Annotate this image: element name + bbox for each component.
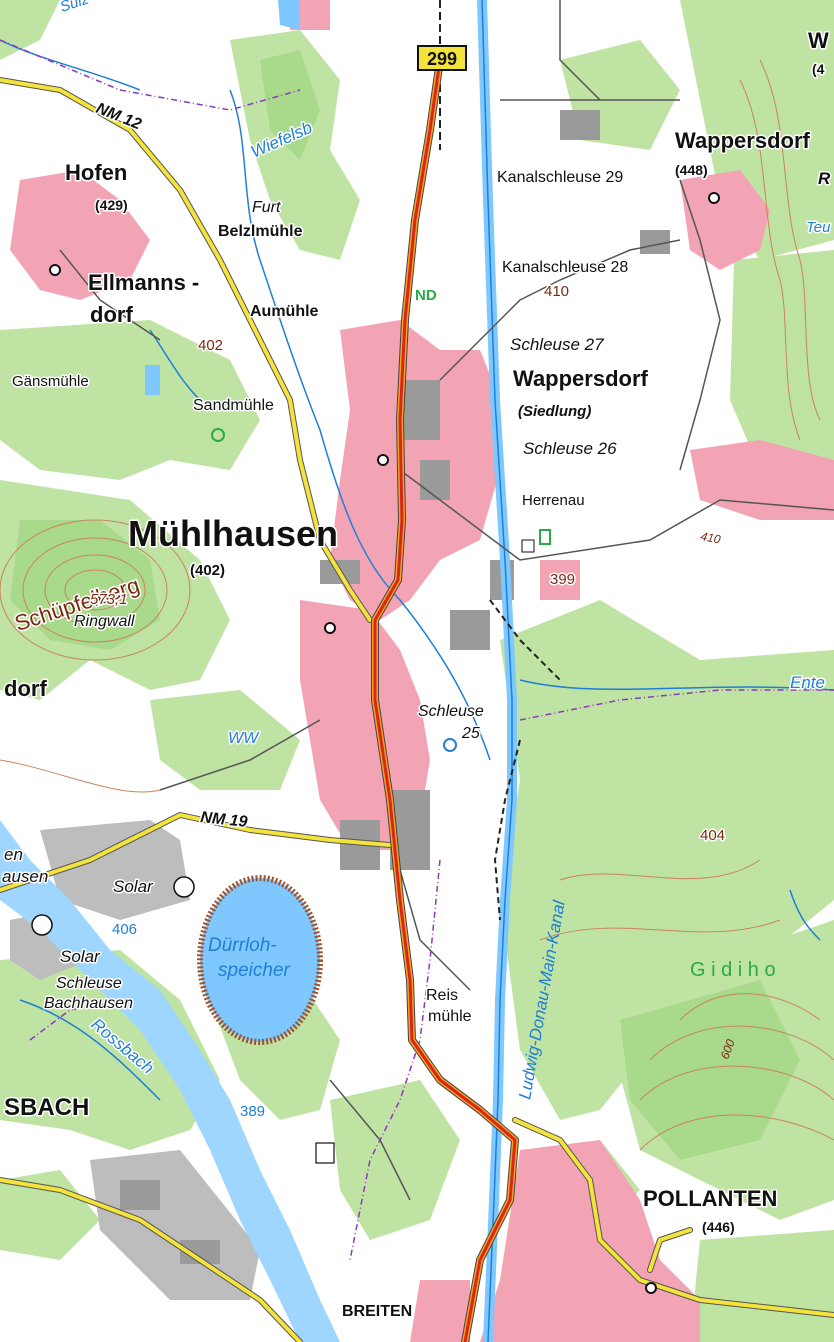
place-wappersdorf-elevation: (448) (675, 162, 708, 178)
waterworks-icon (443, 738, 457, 752)
place-sbach: SBACH (4, 1094, 89, 1121)
place-dorf-west: dorf (4, 676, 47, 701)
road-shield-299: 299 (417, 45, 467, 71)
place-herrenau: Herrenau (522, 492, 585, 509)
lock-29: Kanalschleuse 29 (497, 169, 623, 186)
lock-icon (521, 539, 535, 553)
admin-boundaries (0, 39, 834, 1261)
label-aumuehle: Aumühle (250, 303, 319, 320)
church-icon (708, 192, 720, 204)
label-reismuehle-1: Reis (426, 987, 458, 1004)
solar-icon (173, 876, 195, 898)
place-hofen-elevation: (429) (95, 197, 128, 213)
lock-25-2: 25 (461, 725, 480, 742)
label-nd: ND (415, 287, 437, 304)
river-west (0, 820, 340, 1342)
map-symbols (31, 192, 720, 1294)
label-reismuehle-2: mühle (428, 1008, 472, 1025)
place-wappersdorf-siedlung-1: Wappersdorf (513, 366, 649, 391)
church-icon (49, 264, 61, 276)
label-gaensmuehle: Gänsmühle (12, 373, 89, 390)
elevation-389: 389 (240, 1103, 265, 1120)
lock-25-1: Schleuse (418, 703, 484, 720)
church-icon (324, 622, 336, 634)
place-w-corner-elevation: (4 (812, 61, 825, 77)
lock-27: Schleuse 27 (510, 335, 604, 354)
church-icon (377, 454, 389, 466)
place-w-corner: W (808, 28, 829, 53)
place-hausen-west: ausen (2, 867, 48, 886)
lock-labels: Kanalschleuse 29 Kanalschleuse 28 Schleu… (417, 168, 630, 744)
label-schleuse-bachhausen-2: Bachhausen (44, 995, 133, 1012)
elevation-399: 399 (550, 571, 575, 588)
forest-dense (10, 50, 800, 1160)
elevation-402: 402 (198, 337, 223, 354)
spring-icon (211, 428, 225, 442)
place-muehlhausen-elevation: (402) (190, 562, 225, 579)
label-solar-1: Solar (113, 877, 154, 896)
label-gidiho: G i d i h o (690, 959, 776, 981)
road-label-299: 299 (427, 49, 457, 69)
place-hofen: Hofen (65, 160, 127, 185)
place-en-west: en (4, 845, 23, 864)
place-wappersdorf-siedlung-2: (Siedlung) (518, 403, 591, 420)
duerrloh-reservoir (197, 875, 323, 1045)
place-wappersdorf: Wappersdorf (675, 128, 811, 153)
label-r-corner: R (818, 169, 831, 188)
label-schleuse-bachhausen-1: Schleuse (56, 975, 122, 992)
place-breiten: BREITEN (342, 1303, 412, 1320)
elevation-410b: 410 (699, 529, 721, 546)
lock-26: Schleuse 26 (523, 439, 617, 458)
place-pollanten-elevation: (446) (702, 1219, 735, 1235)
lock-icon (539, 529, 551, 545)
place-pollanten: POLLANTEN (643, 1186, 777, 1211)
label-ente: Ente (790, 673, 825, 692)
lock-28: Kanalschleuse 28 (502, 259, 628, 276)
contour-lines (0, 59, 834, 1151)
main-road-b299 (371, 56, 519, 1342)
canal (477, 0, 517, 1342)
elevation-600: 600 (718, 1037, 738, 1061)
label-furt: Furt (252, 199, 281, 216)
elevation-404: 404 (700, 827, 725, 844)
label-sandmuehle: Sandmühle (193, 397, 274, 414)
label-ww: WW (228, 730, 260, 747)
power-station-icon (315, 1142, 335, 1164)
elevation-406: 406 (112, 921, 137, 938)
settlement-areas (10, 0, 834, 1342)
label-ringwall: Ringwall (74, 613, 135, 630)
water-bodies (0, 0, 340, 1342)
church-icon (645, 1282, 657, 1294)
label-schuepfelberg-elevation: 573,1 (90, 591, 128, 608)
streams (0, 39, 834, 1101)
secondary-roads (0, 77, 834, 1342)
place-ellmannsdorf-2: dorf (90, 302, 133, 327)
label-belzlmuehle: Belzlmühle (218, 223, 303, 240)
elevation-410: 410 (544, 283, 569, 300)
pond (145, 365, 160, 395)
buildings (10, 110, 670, 1300)
label-teu: Teu (806, 219, 831, 236)
label-duerrloh-1: Dürrloh- (208, 935, 277, 956)
solar-icon (31, 914, 53, 936)
place-labels: Hofen (429) Ellmanns - dorf Mühlhausen (… (1, 27, 831, 1322)
place-ellmannsdorf-1: Ellmanns - (88, 270, 199, 295)
elevation-labels: 402 410 410 399 404 406 389 600 (111, 282, 738, 1122)
place-muehlhausen: Mühlhausen (128, 513, 338, 554)
label-duerrloh-2: speicher (218, 960, 290, 981)
label-solar-2: Solar (60, 947, 101, 966)
